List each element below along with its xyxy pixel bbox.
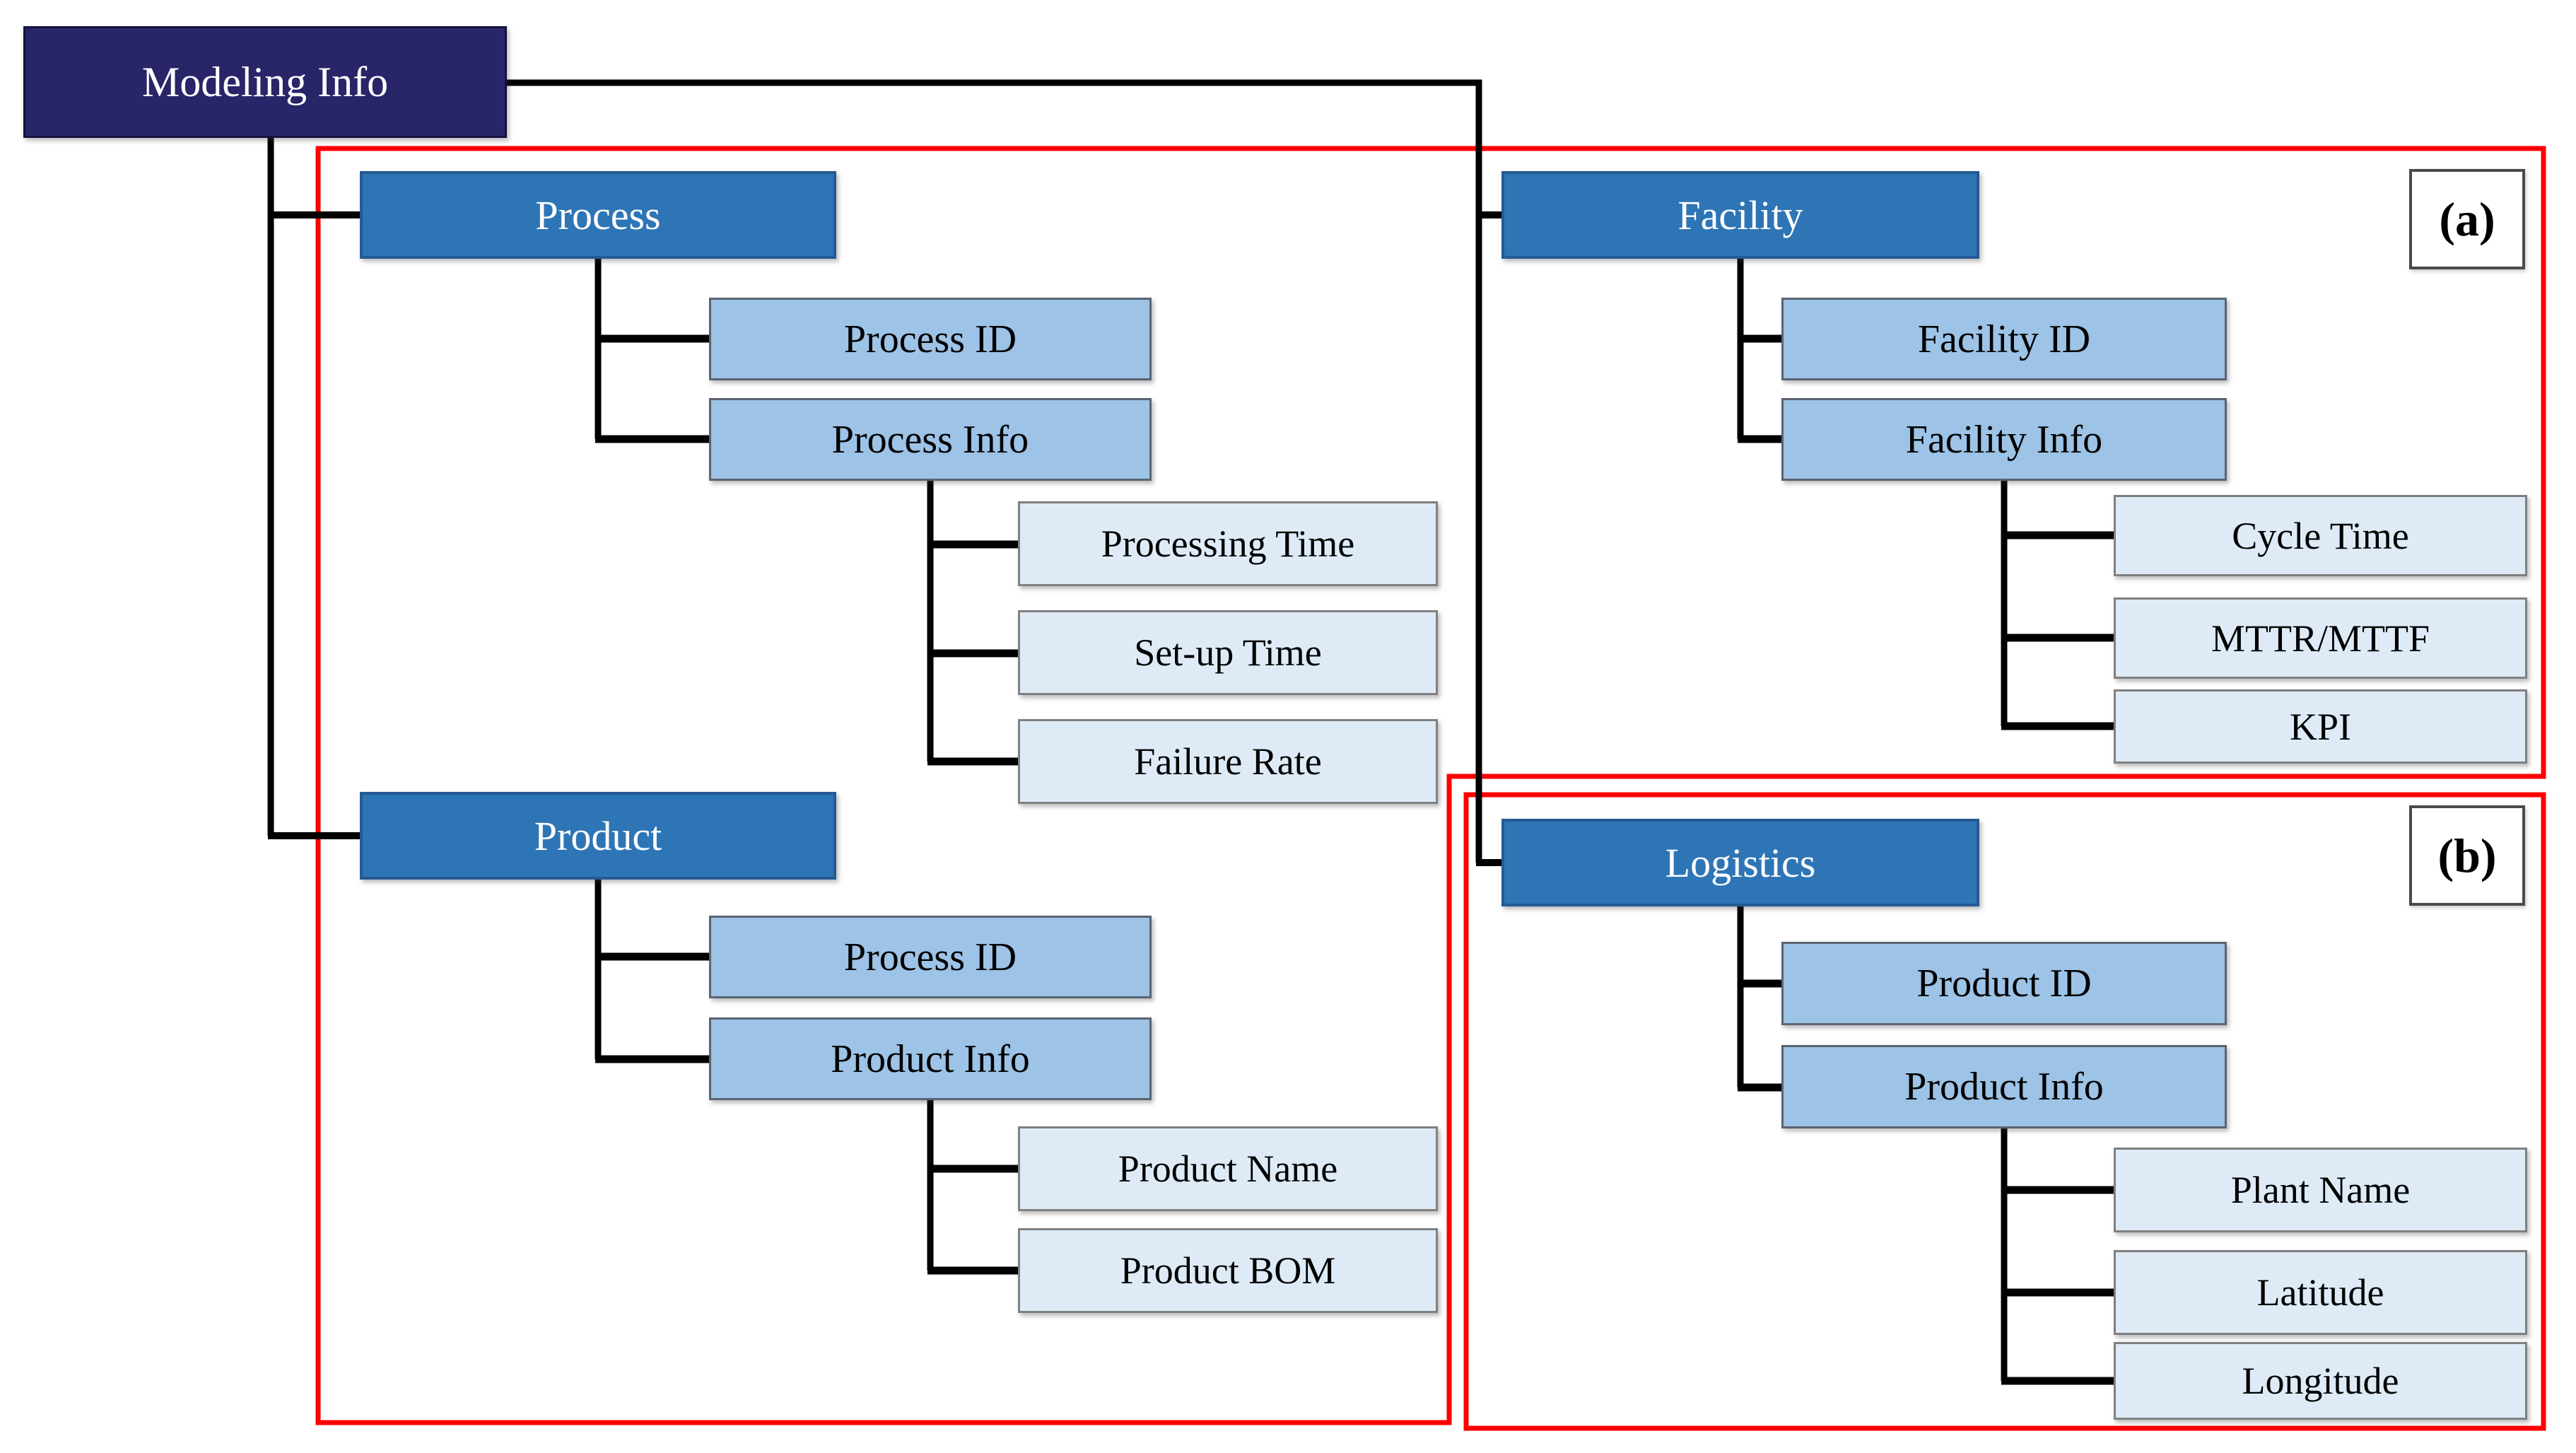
node-process-info: Process Info xyxy=(709,398,1152,481)
annotation-a-label: (a) xyxy=(2409,169,2525,269)
node-modeling-info: Modeling Info xyxy=(23,26,507,138)
node-product-name: Product Name xyxy=(1018,1126,1438,1211)
node-facility-info: Facility Info xyxy=(1781,398,2227,481)
node-logistics: Logistics xyxy=(1501,819,1979,906)
node-failure-rate: Failure Rate xyxy=(1018,719,1438,804)
node-processing-time: Processing Time xyxy=(1018,501,1438,586)
node-facility: Facility xyxy=(1501,171,1979,259)
node-product-info: Product Info xyxy=(709,1017,1152,1100)
node-logistics-product-info: Product Info xyxy=(1781,1045,2227,1128)
node-logistics-product-id: Product ID xyxy=(1781,942,2227,1025)
node-latitude: Latitude xyxy=(2114,1250,2527,1335)
node-product-bom: Product BOM xyxy=(1018,1228,1438,1313)
node-facility-id: Facility ID xyxy=(1781,298,2227,380)
node-product: Product xyxy=(360,792,836,880)
annotation-b-label: (b) xyxy=(2409,805,2525,906)
group-b-outline xyxy=(1463,792,2546,1431)
node-plant-name: Plant Name xyxy=(2114,1148,2527,1232)
node-process-id: Process ID xyxy=(709,298,1152,380)
node-longitude: Longitude xyxy=(2114,1342,2527,1420)
group-a-outline xyxy=(315,146,2546,1425)
node-mttr-mttf: MTTR/MTTF xyxy=(2114,597,2527,679)
node-setup-time: Set-up Time xyxy=(1018,610,1438,695)
node-cycle-time: Cycle Time xyxy=(2114,495,2527,576)
node-process: Process xyxy=(360,171,836,259)
node-kpi: KPI xyxy=(2114,689,2527,764)
node-product-process-id: Process ID xyxy=(709,916,1152,998)
